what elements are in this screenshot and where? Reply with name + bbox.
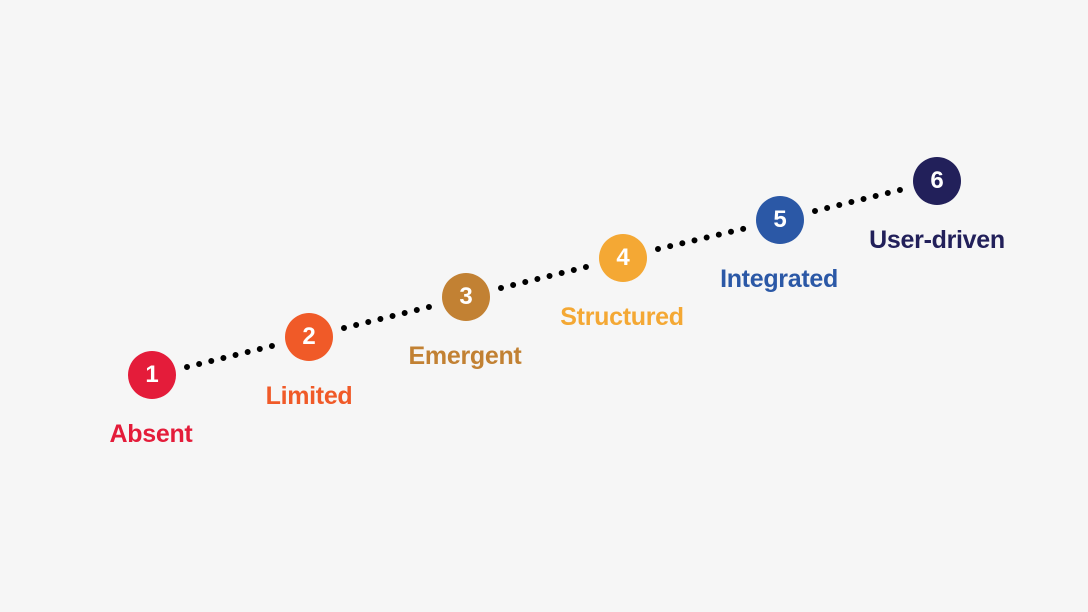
connector-2-3 (341, 303, 436, 331)
step-5-circle: 5 (756, 196, 804, 244)
connector-4-5 (655, 225, 750, 252)
step-3-circle: 3 (442, 273, 490, 321)
step-4-circle: 4 (599, 234, 647, 282)
step-6-circle: 6 (913, 157, 961, 205)
step-1-circle: 1 (128, 351, 176, 399)
step-4-label: Structured (560, 303, 684, 331)
step-2-label: Limited (265, 382, 353, 410)
connector-3-4 (498, 263, 593, 291)
step-5-label: Integrated (720, 265, 838, 293)
step-3-label: Emergent (408, 342, 522, 370)
connector-5-6 (812, 186, 907, 214)
connector-1-2 (184, 342, 279, 370)
step-1-label: Absent (109, 420, 193, 448)
step-6-label: User-driven (869, 226, 1005, 254)
step-2-circle: 2 (285, 313, 333, 361)
